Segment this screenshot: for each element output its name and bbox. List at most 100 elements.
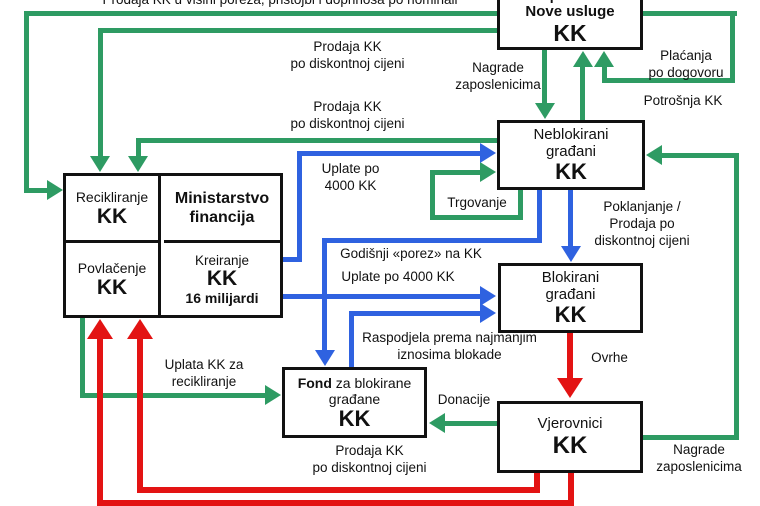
cell-kreiranje-amount: 16 milijardi bbox=[185, 289, 259, 306]
flow-prodaja-diskont2-line bbox=[136, 138, 141, 158]
flow-poklanjanje-arrowhead bbox=[561, 246, 581, 262]
flow-nagrade1-line bbox=[542, 50, 547, 105]
flow-raspodjela-line bbox=[349, 311, 354, 367]
flow-poklanjanje-line bbox=[568, 190, 573, 246]
flow-godisnji-arrowhead bbox=[315, 350, 335, 366]
cell-povlacenje: Povlačenje KK bbox=[66, 243, 161, 315]
flow-prodaja-diskont3-arrowhead bbox=[127, 319, 153, 339]
flow-placanja-line bbox=[730, 11, 735, 83]
flow-raspodjela-arrowhead bbox=[480, 303, 496, 323]
flow-prodaja-nominal-line bbox=[24, 188, 48, 193]
cell-povlacenje-kk: KK bbox=[96, 275, 128, 299]
node-blokirani: Blokirani građani KK bbox=[498, 263, 643, 333]
flow-trgovanje-line bbox=[430, 170, 435, 220]
flow-trgovanje-line bbox=[430, 170, 481, 175]
flow-nagrade1-arrowhead bbox=[535, 103, 555, 119]
node-fond-subtitle: građane bbox=[328, 391, 381, 407]
flow-prodaja-diskont1-arrowhead bbox=[90, 156, 110, 172]
flow-raspodjela-line bbox=[349, 311, 480, 316]
cell-recikliranje-label: Recikliranje bbox=[75, 188, 149, 205]
cell-kreiranje-kk: KK bbox=[206, 266, 238, 290]
node-blokirani-kk: KK bbox=[554, 302, 587, 327]
flow-uplate1-line bbox=[283, 257, 302, 262]
cell-povlacenje-label: Povlačenje bbox=[77, 259, 147, 276]
flow-prodaja-diskont1-line bbox=[98, 28, 103, 158]
node-vjerovnici: Vjerovnici KK bbox=[497, 401, 643, 473]
label-uplate2: Uplate po 4000 KK bbox=[341, 269, 455, 284]
flow-prodaja-diskont3-line bbox=[137, 487, 540, 493]
cell-ministarstvo-line2: financija bbox=[189, 209, 255, 226]
flow-uplate2-line bbox=[283, 294, 480, 299]
cell-recikliranje: Recikliranje KK bbox=[66, 176, 161, 243]
flow-placanja-arrowhead bbox=[594, 51, 614, 67]
node-neblokirani-subtitle: građani bbox=[545, 143, 597, 160]
node-gospodarstvo-kk: KK bbox=[553, 20, 587, 46]
flow-uplate1-line bbox=[297, 151, 480, 156]
node-vjerovnici-kk: KK bbox=[552, 431, 588, 459]
flow-godisnji-line bbox=[322, 238, 327, 350]
node-gospodarstvo: Gospodarstvo Nove usluge KK bbox=[497, 0, 643, 50]
node-fond: Fond za blokirane građane KK bbox=[282, 367, 427, 438]
flow-godisnji-line bbox=[322, 238, 542, 243]
flow-placanja-line bbox=[643, 11, 737, 16]
label-donacije: Donacije bbox=[437, 392, 491, 407]
flow-potrosnja-arrowhead bbox=[573, 51, 593, 67]
flow-prodaja-nominal-arrowhead bbox=[47, 180, 63, 200]
flow-ovrhe-arrowhead bbox=[557, 378, 583, 398]
flow-nagrade2-line bbox=[662, 153, 739, 158]
node-neblokirani: Neblokirani građani KK bbox=[497, 120, 645, 190]
flow-trgovanje-line bbox=[430, 215, 523, 220]
flow-placanja-line bbox=[602, 78, 735, 83]
label-ovrhe: Ovrhe bbox=[591, 350, 628, 365]
flow-placanja-line bbox=[602, 65, 607, 81]
flow-prodaja-diskont3-line bbox=[534, 473, 540, 493]
cell-recikliranje-kk: KK bbox=[96, 204, 128, 228]
node-fond-kk: KK bbox=[338, 406, 371, 431]
flow-trgovanje-arrowhead bbox=[480, 162, 496, 182]
node-vjerovnici-title: Vjerovnici bbox=[537, 414, 603, 432]
flow-potrosnja-line bbox=[580, 65, 585, 120]
flow-donacije-line bbox=[445, 421, 497, 426]
node-neblokirani-title: Neblokirani bbox=[533, 126, 609, 143]
flow-ovrhe-line bbox=[567, 333, 573, 378]
flow-prodaja-diskont2-arrowhead bbox=[128, 156, 148, 172]
node-blokirani-subtitle: građani bbox=[545, 286, 596, 303]
flow-donacije-arrowhead bbox=[429, 413, 445, 433]
flow-red-return-line bbox=[97, 500, 574, 506]
flow-uplata-recikliranje-arrowhead bbox=[265, 385, 281, 405]
flow-red-return-line bbox=[97, 339, 103, 503]
label-godisnji-porez: Godišnji «porez» na KK bbox=[340, 246, 482, 261]
flow-uplate1-line bbox=[297, 151, 302, 262]
flow-prodaja-diskont2-line bbox=[136, 138, 497, 143]
label-trgovanje: Trgovanje bbox=[447, 195, 507, 210]
flow-red-return-line bbox=[568, 473, 574, 506]
node-neblokirani-kk: KK bbox=[555, 159, 587, 184]
flow-prodaja-diskont1-line bbox=[98, 28, 497, 33]
node-blokirani-title: Blokirani bbox=[541, 269, 600, 286]
flow-nagrade2-arrowhead bbox=[646, 145, 662, 165]
node-gospodarstvo-title: Gospodarstvo bbox=[523, 0, 618, 3]
flow-uplate1-arrowhead bbox=[480, 143, 496, 163]
cell-kreiranje-label: Kreiranje bbox=[194, 252, 250, 268]
cell-kreiranje: Kreiranje KK 16 milijardi bbox=[164, 243, 280, 315]
flow-trgovanje-line bbox=[518, 190, 523, 219]
flow-nagrade2-line bbox=[643, 435, 739, 440]
flow-red-return-arrowhead bbox=[87, 319, 113, 339]
label-potrosnja: Potrošnja KK bbox=[643, 93, 723, 108]
label-prodaja-nominal: Prodaja KK u visini poreza, pristojbi i … bbox=[40, 0, 520, 8]
node-gospodarstvo-subtitle: Nove usluge bbox=[525, 3, 615, 20]
cell-ministarstvo: Ministarstvo financija bbox=[164, 176, 280, 243]
cell-ministarstvo-line1: Ministarstvo bbox=[174, 190, 270, 207]
node-fond-title: Fond za blokirane bbox=[297, 375, 412, 391]
flow-nagrade2-line bbox=[734, 153, 739, 440]
flow-prodaja-nominal-line bbox=[26, 11, 497, 16]
